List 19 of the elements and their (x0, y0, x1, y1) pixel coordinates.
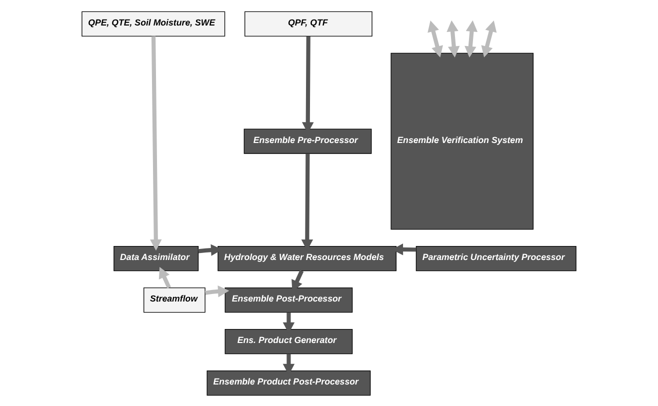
node-box: Ens. Product Generator (224, 328, 353, 354)
arrow (158, 266, 171, 288)
node-box: QPE, QTE, Soil Moisture, SWE (82, 10, 226, 36)
node-box: Streamflow (144, 287, 206, 312)
node-box: Ensemble Pre-Processor (244, 128, 372, 154)
node-box: Ensemble Verification System (390, 52, 534, 230)
node-box: Parametric Uncertainty Processor (416, 246, 576, 271)
node-box: Ensemble Post-Processor (224, 287, 353, 312)
arrow (150, 36, 162, 250)
arrow (446, 20, 460, 58)
node-box: QPF, QTF (244, 10, 372, 36)
node-box: Data Assimilator (114, 246, 199, 271)
arrow (204, 285, 230, 297)
node-box: Hydrology & Water Resources Models (218, 246, 396, 271)
node-box: Ensemble Product Post-Processor (206, 370, 371, 396)
arrow (481, 20, 497, 57)
arrow (292, 270, 304, 292)
arrow (428, 20, 443, 57)
arrow (464, 20, 478, 58)
